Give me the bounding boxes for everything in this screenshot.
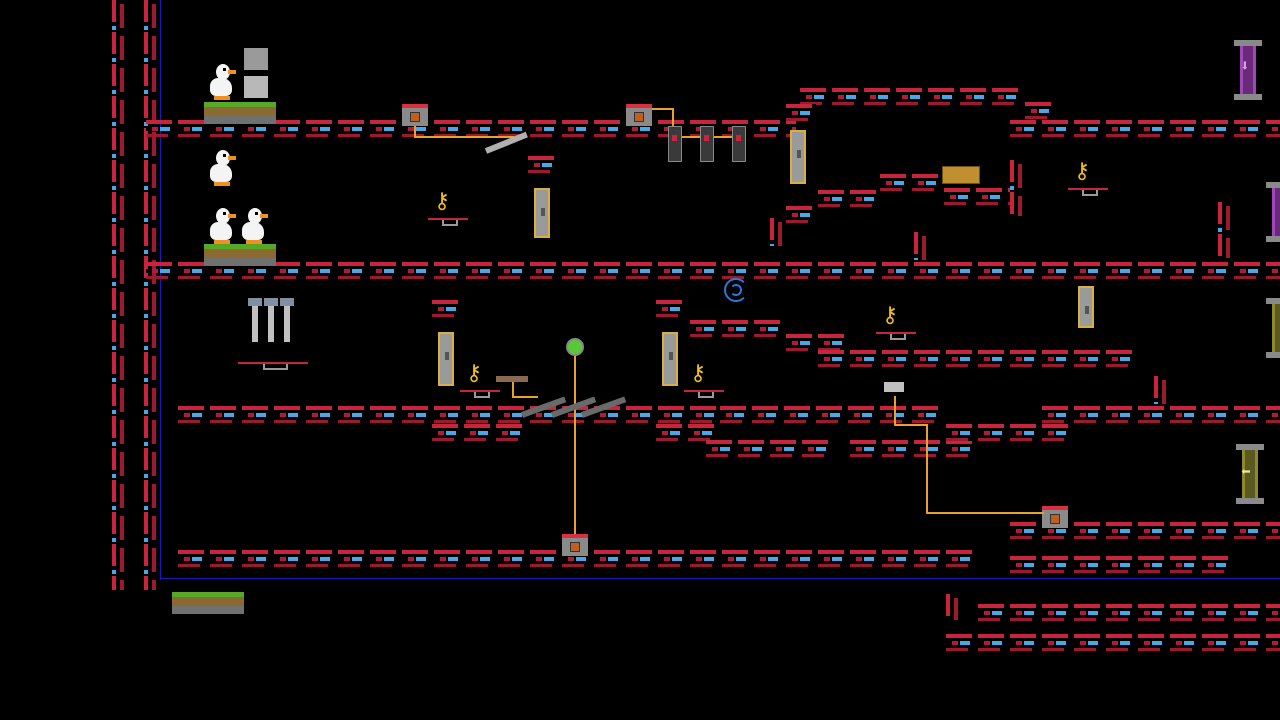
- floor-second: [146, 262, 1280, 280]
- arrow-left-spawner-2: ⬅: [1236, 444, 1264, 504]
- net-gun-icon[interactable]: [496, 376, 528, 382]
- ledge-upper-mid: [1025, 102, 1055, 120]
- key-icon[interactable]: ⚷: [882, 303, 899, 328]
- locked-door-3[interactable]: [438, 332, 454, 386]
- wall-piece-1: [770, 218, 784, 246]
- arrow-left-spawner-1: [1266, 298, 1280, 358]
- ledge-fourth-lower-e: [946, 424, 1070, 442]
- floor-fourth-right: [720, 406, 942, 424]
- chaingun-turret-2[interactable]: [700, 126, 714, 162]
- wire-5b: [894, 424, 928, 426]
- ledge-fourth-lower-a: [432, 424, 528, 442]
- floor-fourth-far-right: [1042, 406, 1280, 424]
- teleporter-swirl-icon[interactable]: [724, 278, 748, 302]
- key-icon[interactable]: ⚷: [690, 361, 707, 386]
- ledge-fourth-lower-c: [706, 440, 830, 458]
- ledge-third-a: [432, 300, 462, 318]
- wall-piece-3: [1010, 160, 1024, 216]
- spawn-platform-outside: [172, 592, 244, 614]
- key-icon[interactable]: ⚷: [434, 189, 451, 214]
- duck-player-2[interactable]: [208, 148, 236, 188]
- floor-outside-a: [978, 604, 1280, 622]
- wall-piece-6: [946, 594, 960, 620]
- floor-top-right: [1010, 120, 1280, 138]
- ledge-fourth-lower-b: [656, 424, 718, 442]
- left-outer-wall: [112, 0, 126, 590]
- spawn-platform-top: [204, 102, 276, 124]
- pistol-icon[interactable]: [942, 166, 980, 184]
- wall-piece-4: [1218, 202, 1232, 258]
- key-pedestal-5: [684, 390, 724, 398]
- step-mid-3: [818, 190, 878, 208]
- arrow-down-icon: ⬇: [1240, 56, 1250, 75]
- step-mid-2: [786, 206, 816, 224]
- ledge-third-e: [818, 350, 1134, 368]
- duck-player-3[interactable]: [208, 206, 236, 246]
- locked-door-2[interactable]: [790, 130, 806, 184]
- ledge-mid-small: [528, 156, 558, 174]
- arrow-left-icon: ⬅: [1241, 462, 1251, 481]
- gray-block-top: [244, 48, 268, 70]
- wire-5a: [894, 396, 896, 426]
- level-boundary-bottom: [160, 578, 1280, 579]
- key-icon[interactable]: ⚷: [466, 361, 483, 386]
- equipment-rack-3[interactable]: [280, 298, 294, 342]
- floor-bottom-right: [1010, 522, 1280, 540]
- key-icon[interactable]: ⚷: [1074, 159, 1091, 184]
- arrow-down-spawner-1: ⬇: [1234, 40, 1262, 100]
- left-inner-wall: [144, 0, 158, 590]
- ledge-chest: [944, 188, 1014, 206]
- wire-4a: [512, 380, 514, 398]
- ledge-fourth-lower-d: [850, 440, 974, 458]
- pressure-button-3[interactable]: [562, 534, 588, 556]
- ledge-third-b: [656, 300, 686, 318]
- key-pedestal-2: [1068, 188, 1108, 196]
- pressure-button-2[interactable]: [626, 104, 652, 126]
- spawn-platform-second: [204, 244, 276, 266]
- item-box[interactable]: [244, 76, 268, 98]
- equipment-rack-2[interactable]: [264, 298, 278, 342]
- wire-1a: [414, 126, 416, 138]
- pressure-button-4[interactable]: [1042, 506, 1068, 528]
- locked-door-5[interactable]: [1078, 286, 1094, 328]
- equipment-rack-1[interactable]: [248, 298, 262, 342]
- wire-5d: [926, 512, 1044, 514]
- wire-1b: [414, 136, 514, 138]
- ledge-third-c: [690, 320, 780, 338]
- green-orb-icon[interactable]: [566, 338, 584, 356]
- wall-piece-2: [914, 232, 928, 260]
- arrow-down-spawner-2: [1266, 182, 1280, 242]
- wire-2a: [652, 108, 674, 110]
- chaingun-turret-3[interactable]: [732, 126, 746, 162]
- rack-pedestal: [238, 362, 308, 370]
- floor-bottom: [178, 550, 974, 568]
- wire-4b: [512, 396, 538, 398]
- wire-2b: [672, 108, 674, 138]
- wire-5c: [926, 424, 928, 514]
- step-mid-4: [880, 174, 950, 192]
- pressure-button-1[interactable]: [402, 104, 428, 126]
- floor-outside-b: [946, 634, 1280, 652]
- ledge-third-d: [786, 334, 846, 352]
- wire-3: [574, 354, 576, 534]
- step-mid-1: [786, 104, 816, 122]
- locked-door-1[interactable]: [534, 188, 550, 238]
- floor-top-upper-mid: [800, 88, 1020, 106]
- floor-bottom-right-lower: [1010, 556, 1230, 574]
- level-boundary-left: [160, 0, 161, 580]
- wall-piece-5: [1154, 376, 1168, 404]
- key-pedestal-3: [876, 332, 916, 340]
- pistol-small-icon[interactable]: [884, 382, 904, 392]
- floor-fourth-left: [178, 406, 718, 424]
- locked-door-4[interactable]: [662, 332, 678, 386]
- key-pedestal-1: [428, 218, 468, 226]
- duck-player-1[interactable]: [208, 62, 236, 102]
- chaingun-turret-1[interactable]: [668, 126, 682, 162]
- key-pedestal-4: [460, 390, 500, 398]
- duck-player-4[interactable]: [240, 206, 268, 246]
